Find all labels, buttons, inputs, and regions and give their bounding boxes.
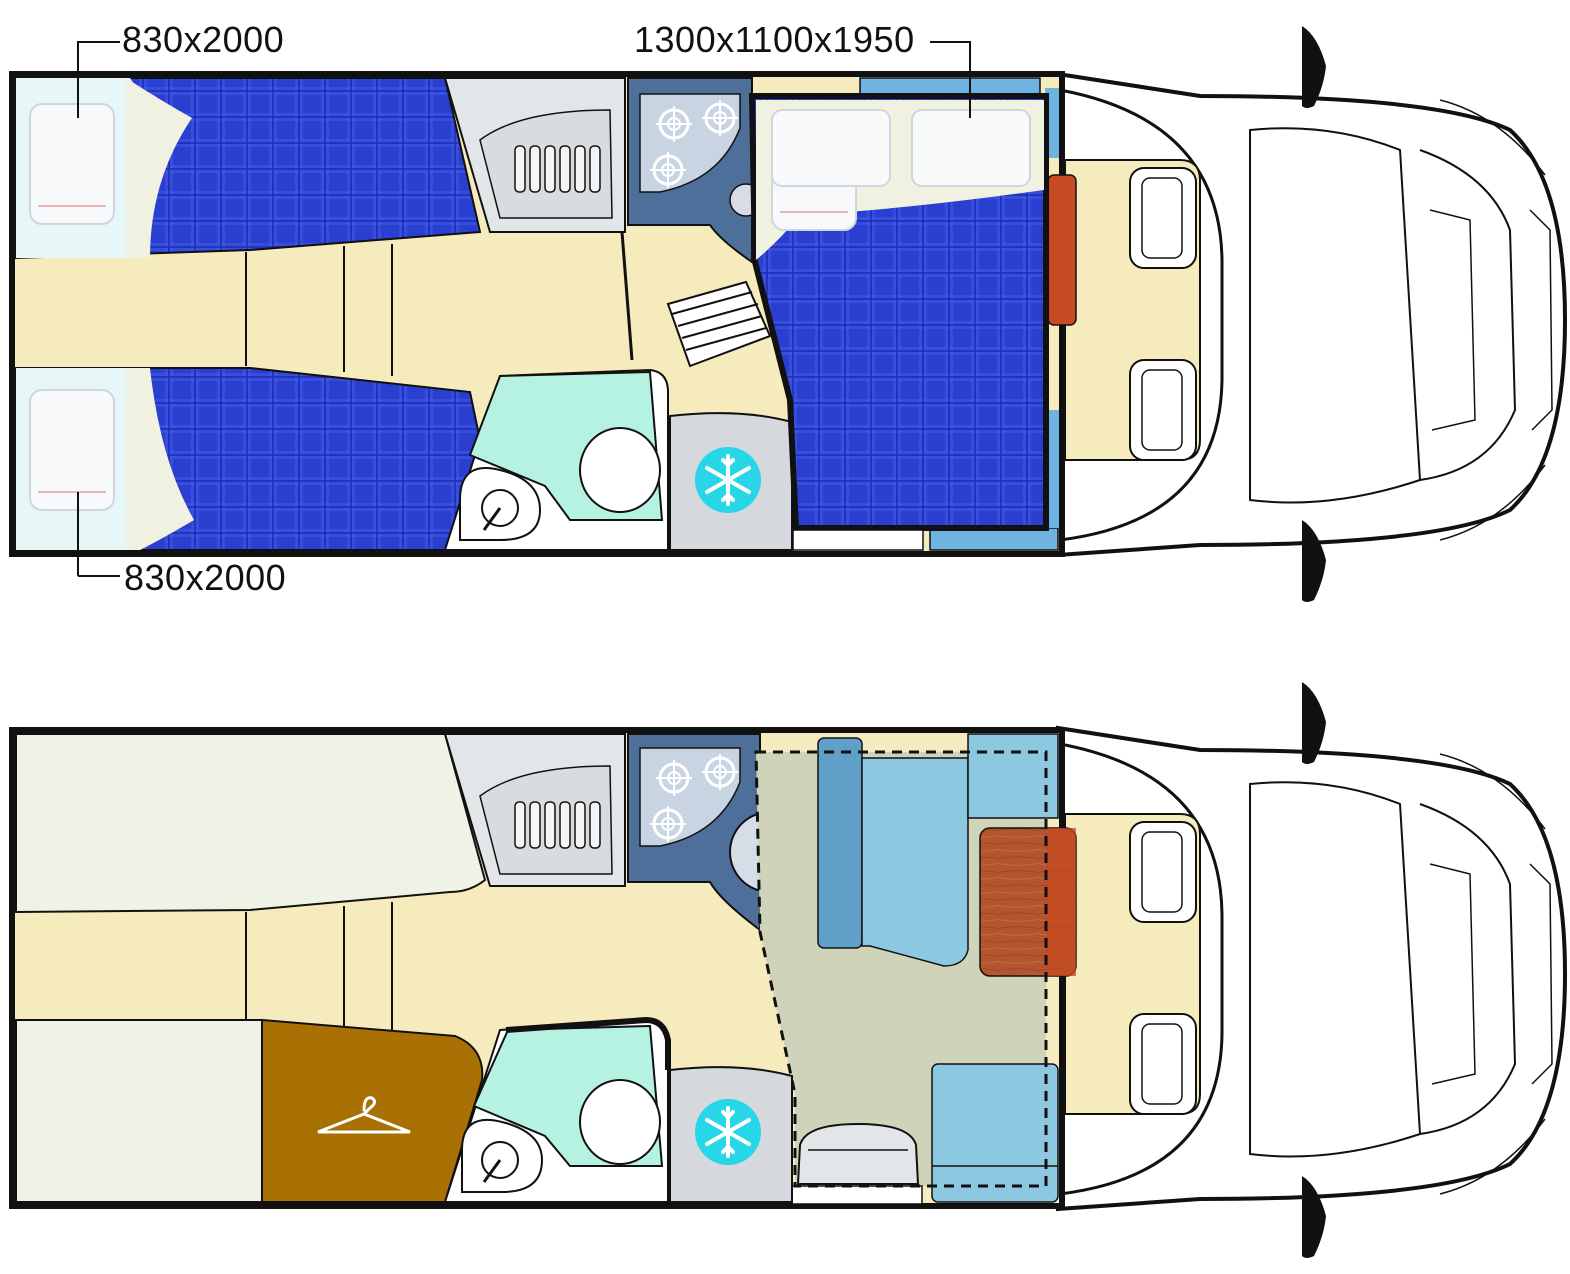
upper-fridge [669, 412, 793, 551]
upper-cab [1056, 26, 1568, 602]
seat-icon [1129, 359, 1197, 461]
sink-grille-icon [514, 801, 601, 849]
rear-bed-lower-dimension: 830x2000 [124, 557, 287, 598]
seat-icon [1129, 167, 1197, 269]
front-bed-dimension: 1300x1100x1950 [634, 19, 915, 60]
dinette-side-seat [931, 1063, 1059, 1203]
pillow-icon [29, 389, 115, 511]
upper-bathroom [443, 368, 669, 551]
lower-fridge [669, 1066, 793, 1203]
rear-bed-upper [15, 77, 482, 260]
wardrobe [261, 1018, 484, 1203]
rear-bed-upper-dimension: 830x2000 [122, 19, 285, 60]
toilet-icon [579, 1079, 661, 1165]
drop-down-bed-outline [754, 750, 1048, 1188]
seat-icon [1129, 821, 1197, 923]
dinette-seat-back [817, 737, 863, 949]
toilet-icon [579, 427, 661, 513]
rear-bench-lower [15, 1019, 263, 1203]
snowflake-icon [693, 445, 763, 515]
seat-icon [791, 1122, 923, 1205]
mirror-icon [1302, 26, 1326, 108]
lower-kitchen-sink [443, 733, 626, 887]
front-drop-down-bed [748, 77, 1077, 551]
lower-floor-plan [9, 682, 1568, 1258]
dinette-bench [861, 757, 969, 967]
rear-bed-lower [15, 367, 482, 551]
pillow-icon [29, 103, 115, 225]
upper-dimension-leaders [77, 41, 971, 577]
hanger-icon [317, 1096, 411, 1134]
upper-floor-plan [9, 26, 1568, 602]
seat-icon [1129, 1013, 1197, 1115]
sink-grille-icon [514, 145, 601, 193]
lower-bathroom [443, 1016, 671, 1203]
upper-kitchen-sink [443, 77, 626, 233]
ladder-icon [666, 280, 772, 368]
snowflake-icon [693, 1097, 763, 1167]
lower-cab [1056, 682, 1568, 1258]
rear-bench-upper [15, 733, 487, 914]
